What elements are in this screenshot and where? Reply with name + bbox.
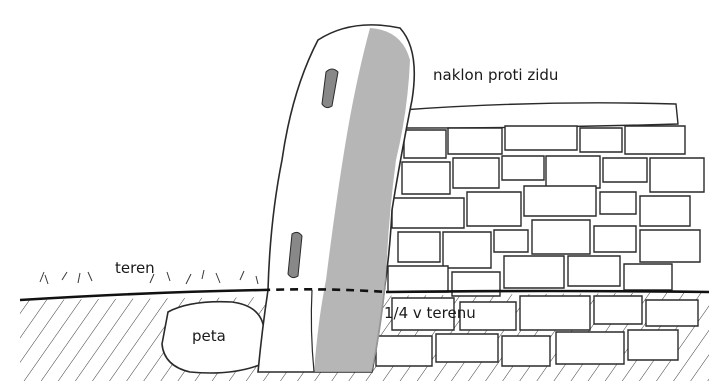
quarter-in-ground-label: 1/4 v terenu — [384, 306, 476, 321]
stone-wall — [376, 103, 704, 366]
ground-label: teren — [115, 261, 155, 276]
lean-against-wall-label: naklon proti zidu — [433, 68, 558, 83]
foot-stone-label: peta — [192, 329, 226, 344]
